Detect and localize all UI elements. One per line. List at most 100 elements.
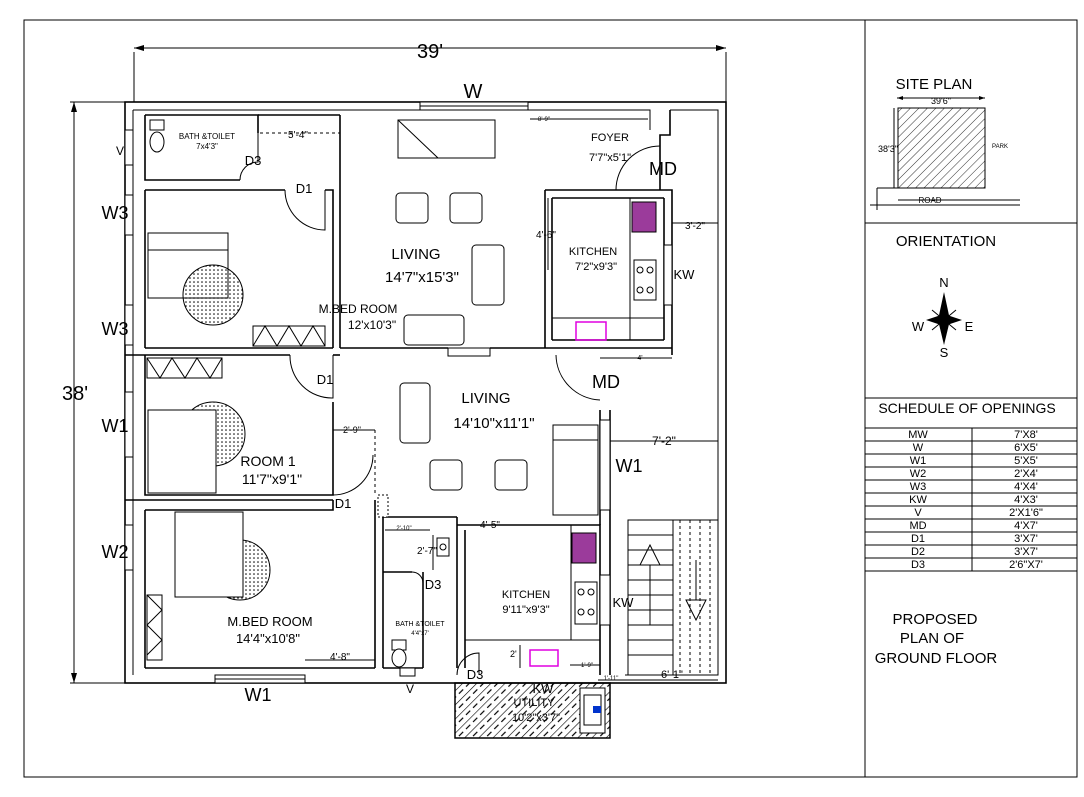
site-plot	[897, 107, 986, 189]
room-mbed2-size: 14'4"x10'8"	[236, 631, 300, 646]
room-utility-name: UTILITY	[514, 697, 556, 709]
schedule-code: V	[914, 507, 922, 519]
label-w3-a: W3	[102, 203, 129, 223]
door-swings	[239, 133, 661, 676]
toilets	[149, 119, 450, 668]
drawing-caption: PROPOSED PLAN OF GROUND FLOOR	[875, 611, 998, 667]
label-w-top: W	[464, 81, 483, 103]
dim-3-2: 3'-2"	[685, 221, 705, 232]
room-bath1-size: 7x4'3"	[196, 142, 218, 151]
schedule-title: SCHEDULE OF OPENINGS	[878, 400, 1055, 416]
sink-icon-2	[529, 649, 559, 667]
schedule-code: D2	[911, 546, 925, 558]
beds	[147, 232, 599, 601]
site-park-label: PARK	[992, 144, 1008, 150]
room-living1-size: 14'7"x15'3"	[385, 269, 459, 286]
room-kitchen1-size: 7'2"x9'3"	[575, 261, 617, 273]
schedule-size: 2'X1'6"	[1009, 507, 1043, 519]
orientation: ORIENTATION N S E W	[865, 233, 1077, 399]
schedule-size: 3'X7'	[1014, 533, 1038, 545]
living-furniture	[395, 119, 528, 491]
hob-icon-2	[571, 532, 597, 564]
dim-5-4: 5'-4"	[288, 130, 308, 141]
room-utility-size: 10'2"x3'7"	[512, 712, 560, 724]
label-d3-c: D3	[467, 667, 484, 682]
label-v-top: V	[116, 144, 124, 158]
schedule-size: 2'6"X7'	[1009, 559, 1043, 571]
site-plan-title: SITE PLAN	[896, 76, 973, 93]
orientation-title: ORIENTATION	[896, 233, 996, 250]
room-room1-size: 11'7"x9'1"	[242, 471, 302, 487]
wardrobes	[146, 325, 326, 661]
room-living1-name: LIVING	[391, 246, 440, 263]
room-bath1-name: BATH &TOILET	[179, 132, 235, 141]
schedule-code: KW	[909, 494, 927, 506]
label-kw-c: KW	[533, 681, 555, 696]
room-bath2-size: 4'4"x7'	[411, 631, 428, 637]
schedule-code: MW	[908, 429, 928, 441]
schedule-size: 6'X5'	[1014, 442, 1038, 454]
room-bath2-name: BATH &TOILET	[395, 621, 445, 628]
dim-2-10: 2'-10"	[396, 526, 411, 532]
dim-2-9: 2'-9"	[343, 425, 361, 435]
site-plan-height: 38'3"	[878, 144, 898, 154]
schedule-size: 4'X7'	[1014, 520, 1038, 532]
dim-4-8: 4'-8"	[330, 652, 350, 663]
schedule-code: W1	[910, 455, 927, 467]
dim-4-6: 4'-6"	[536, 230, 556, 241]
compass-icon	[926, 292, 962, 345]
site-plan: SITE PLAN 39'6" 38'3" PARK ROAD	[865, 76, 1077, 224]
label-w1-left: W1	[102, 416, 129, 436]
label-d1-a: D1	[296, 181, 313, 196]
room-living2-size: 14'10"x11'1"	[453, 415, 534, 432]
room-room1-name: ROOM 1	[240, 453, 295, 469]
label-kw-b: KW	[613, 595, 635, 610]
schedule-code: W	[913, 442, 924, 454]
schedule-code: W2	[910, 468, 927, 480]
caption-line3: GROUND FLOOR	[875, 650, 998, 667]
label-w1-right: W1	[616, 456, 643, 476]
dim-2: 2'	[510, 649, 517, 659]
site-road-label: ROAD	[918, 196, 941, 205]
schedule-size: 4'X4'	[1014, 481, 1038, 493]
compass-n: N	[939, 275, 948, 290]
room-mbed2-name: M.BED ROOM	[227, 614, 312, 629]
label-d1-c: D1	[335, 496, 352, 511]
label-w3-b: W3	[102, 319, 129, 339]
schedule-code: W3	[910, 481, 927, 493]
overall-dimensions	[70, 45, 727, 684]
dim-1-11: 1'-11"	[604, 676, 619, 682]
dim-4: 4'	[637, 355, 642, 362]
dim-6-1: 6'-1"	[661, 669, 683, 681]
caption-line1: PROPOSED	[892, 611, 977, 628]
room-labels: BATH &TOILET 7x4'3" FOYER 7'7"x5'1" LIVI…	[179, 132, 631, 724]
schedule-code: D3	[911, 559, 925, 571]
ground-floor-plan: 39' 38'	[62, 41, 727, 739]
label-w2-left: W2	[102, 542, 129, 562]
schedule-size: 4'X3'	[1014, 494, 1038, 506]
schedule-code: D1	[911, 533, 925, 545]
kitchen-fixtures	[465, 198, 664, 667]
internal-dimensions	[260, 118, 718, 681]
caption-line2: PLAN OF	[900, 630, 964, 647]
site-plan-width: 39'6"	[931, 96, 951, 106]
label-w1-bottom: W1	[245, 685, 272, 705]
opening-labels: W V W3 W3 W1 W2 W1 V W1 D3 D1 D1 D1 D3 D…	[102, 81, 696, 705]
label-d3-b: D3	[425, 577, 442, 592]
label-kw-a: KW	[674, 267, 696, 282]
hob-icon	[631, 201, 657, 233]
schedule-size: 7'X8'	[1014, 429, 1038, 441]
dim-4-5: 4'-5"	[480, 520, 500, 531]
room-mbed1-name: M.BED ROOM	[319, 302, 398, 316]
schedule-code: MD	[909, 520, 926, 532]
compass-e: E	[965, 319, 974, 334]
dim-2-7: 2'-7"	[417, 546, 437, 557]
room-foyer-name: FOYER	[591, 132, 629, 144]
room-mbed1-size: 12'x10'3"	[348, 318, 396, 332]
dim-1-9: 1'-9"	[581, 663, 593, 669]
schedule-size: 2'X4'	[1014, 468, 1038, 480]
staircase	[628, 520, 711, 675]
label-md-b: MD	[592, 372, 620, 392]
